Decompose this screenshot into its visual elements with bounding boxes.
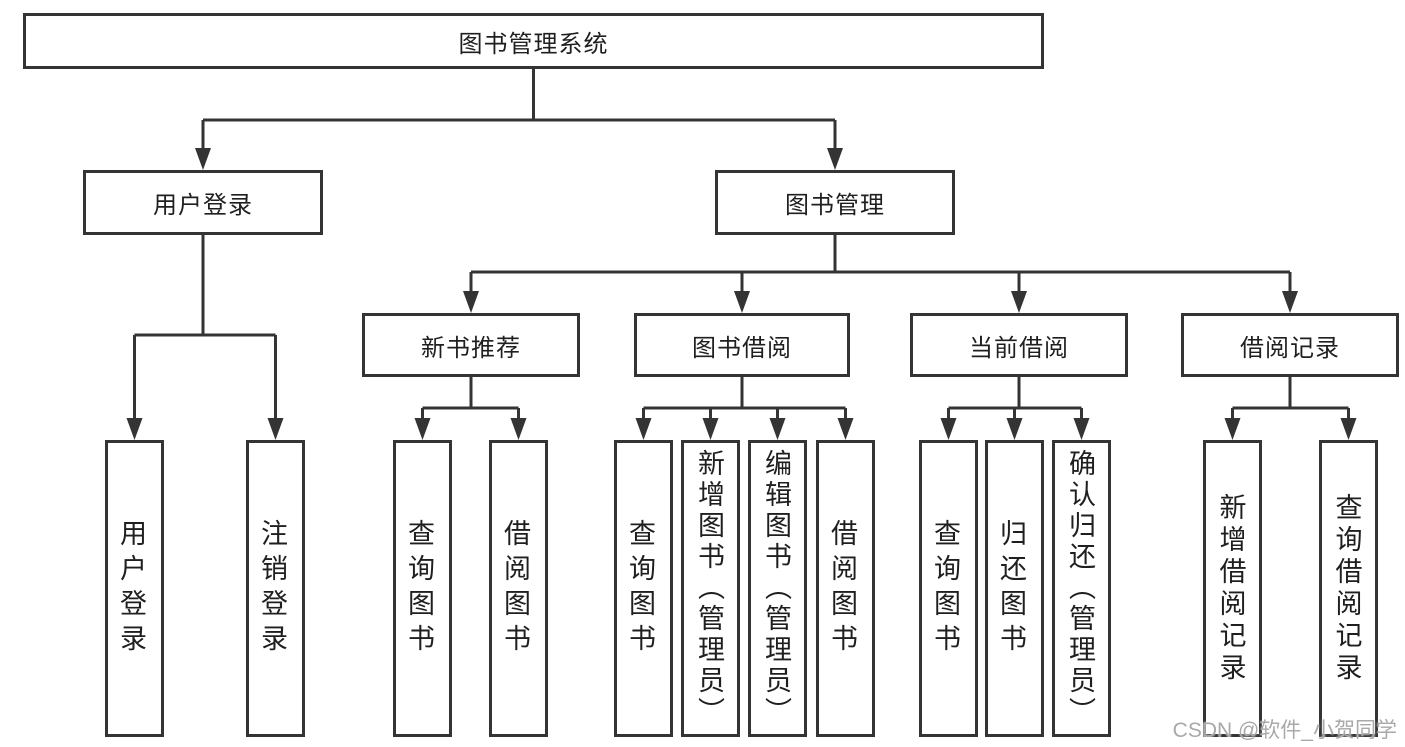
leaf-logout: 注销登录 — [246, 440, 305, 737]
arrow-down-icon — [267, 418, 284, 440]
arrow-down-icon — [940, 418, 957, 440]
node-user-login-label: 用户登录 — [153, 193, 253, 219]
arrow-down-icon — [1340, 418, 1357, 440]
leaf-edit-book-admin-label: 编辑图书（管理员） — [761, 449, 791, 728]
leaf-confirm-return-admin: 确认归还（管理员） — [1052, 440, 1111, 737]
leaf-borrow-books-recommend-label: 借阅图书 — [500, 518, 530, 659]
leaf-add-borrow-record-label: 新增借阅记录 — [1215, 492, 1246, 685]
leaf-query-borrow-record-label: 查询借阅记录 — [1331, 492, 1362, 685]
node-book-management: 图书管理 — [715, 170, 955, 235]
arrow-down-icon — [734, 291, 750, 313]
connector-userlogin-to-leaves — [126, 235, 284, 440]
connector-root-to-level2 — [195, 69, 843, 170]
arrow-down-icon — [1224, 418, 1241, 440]
leaf-borrow-books-borrowing: 借阅图书 — [816, 440, 875, 737]
leaf-return-book-label: 归还图书 — [996, 518, 1026, 659]
leaf-logout-label: 注销登录 — [257, 518, 287, 659]
node-borrow-records: 借阅记录 — [1181, 313, 1399, 377]
node-book-management-label: 图书管理 — [785, 193, 885, 219]
connector-borrowing-to-leaves — [635, 377, 854, 440]
leaf-return-book: 归还图书 — [985, 440, 1044, 737]
leaf-query-books-recommend: 查询图书 — [393, 440, 452, 737]
node-user-login: 用户登录 — [83, 170, 323, 235]
csdn-watermark: CSDN @软件_小贺同学 — [1172, 719, 1397, 742]
node-new-book-recommend: 新书推荐 — [362, 313, 580, 377]
leaf-query-books-current: 查询图书 — [919, 440, 978, 737]
arrow-down-icon — [702, 418, 719, 440]
arrow-down-icon — [635, 418, 652, 440]
node-root-system: 图书管理系统 — [23, 13, 1044, 69]
arrow-down-icon — [837, 418, 854, 440]
arrow-down-icon — [769, 418, 786, 440]
arrow-down-icon — [463, 291, 479, 313]
arrow-down-icon — [1011, 291, 1027, 313]
leaf-query-books-borrowing: 查询图书 — [614, 440, 673, 737]
leaf-user-login: 用户登录 — [105, 440, 164, 737]
node-new-book-recommend-label: 新书推荐 — [421, 335, 521, 362]
leaf-add-book-admin: 新增图书（管理员） — [681, 440, 740, 737]
leaf-borrow-books-recommend: 借阅图书 — [489, 440, 548, 737]
leaf-borrow-books-borrowing-label: 借阅图书 — [827, 518, 857, 659]
connector-current-to-leaves — [940, 377, 1090, 440]
arrow-down-icon — [510, 418, 527, 440]
arrow-down-icon — [414, 418, 431, 440]
arrow-down-icon — [1006, 418, 1023, 440]
connector-records-to-leaves — [1224, 377, 1357, 440]
leaf-query-books-recommend-label: 查询图书 — [404, 518, 434, 659]
leaf-add-borrow-record: 新增借阅记录 — [1203, 440, 1262, 737]
node-book-borrowing-label: 图书借阅 — [692, 335, 792, 362]
arrow-down-icon — [827, 148, 843, 170]
connector-bookmgmt-to-level3 — [463, 235, 1298, 313]
leaf-confirm-return-admin-label: 确认归还（管理员） — [1065, 449, 1095, 728]
node-current-borrowing-label: 当前借阅 — [969, 335, 1069, 362]
connector-newbooks-to-leaves — [414, 377, 527, 440]
leaf-add-book-admin-label: 新增图书（管理员） — [694, 449, 724, 728]
leaf-query-books-borrowing-label: 查询图书 — [625, 518, 655, 659]
leaf-query-books-current-label: 查询图书 — [930, 518, 960, 659]
leaf-query-borrow-record: 查询借阅记录 — [1319, 440, 1378, 737]
node-borrow-records-label: 借阅记录 — [1240, 335, 1340, 362]
arrow-down-icon — [126, 418, 143, 440]
leaf-user-login-label: 用户登录 — [116, 518, 146, 659]
node-current-borrowing: 当前借阅 — [910, 313, 1128, 377]
arrow-down-icon — [1282, 291, 1298, 313]
arrow-down-icon — [195, 148, 211, 170]
arrow-down-icon — [1073, 418, 1090, 440]
leaf-edit-book-admin: 编辑图书（管理员） — [748, 440, 807, 737]
node-root-label: 图书管理系统 — [458, 31, 609, 58]
node-book-borrowing: 图书借阅 — [634, 313, 850, 377]
